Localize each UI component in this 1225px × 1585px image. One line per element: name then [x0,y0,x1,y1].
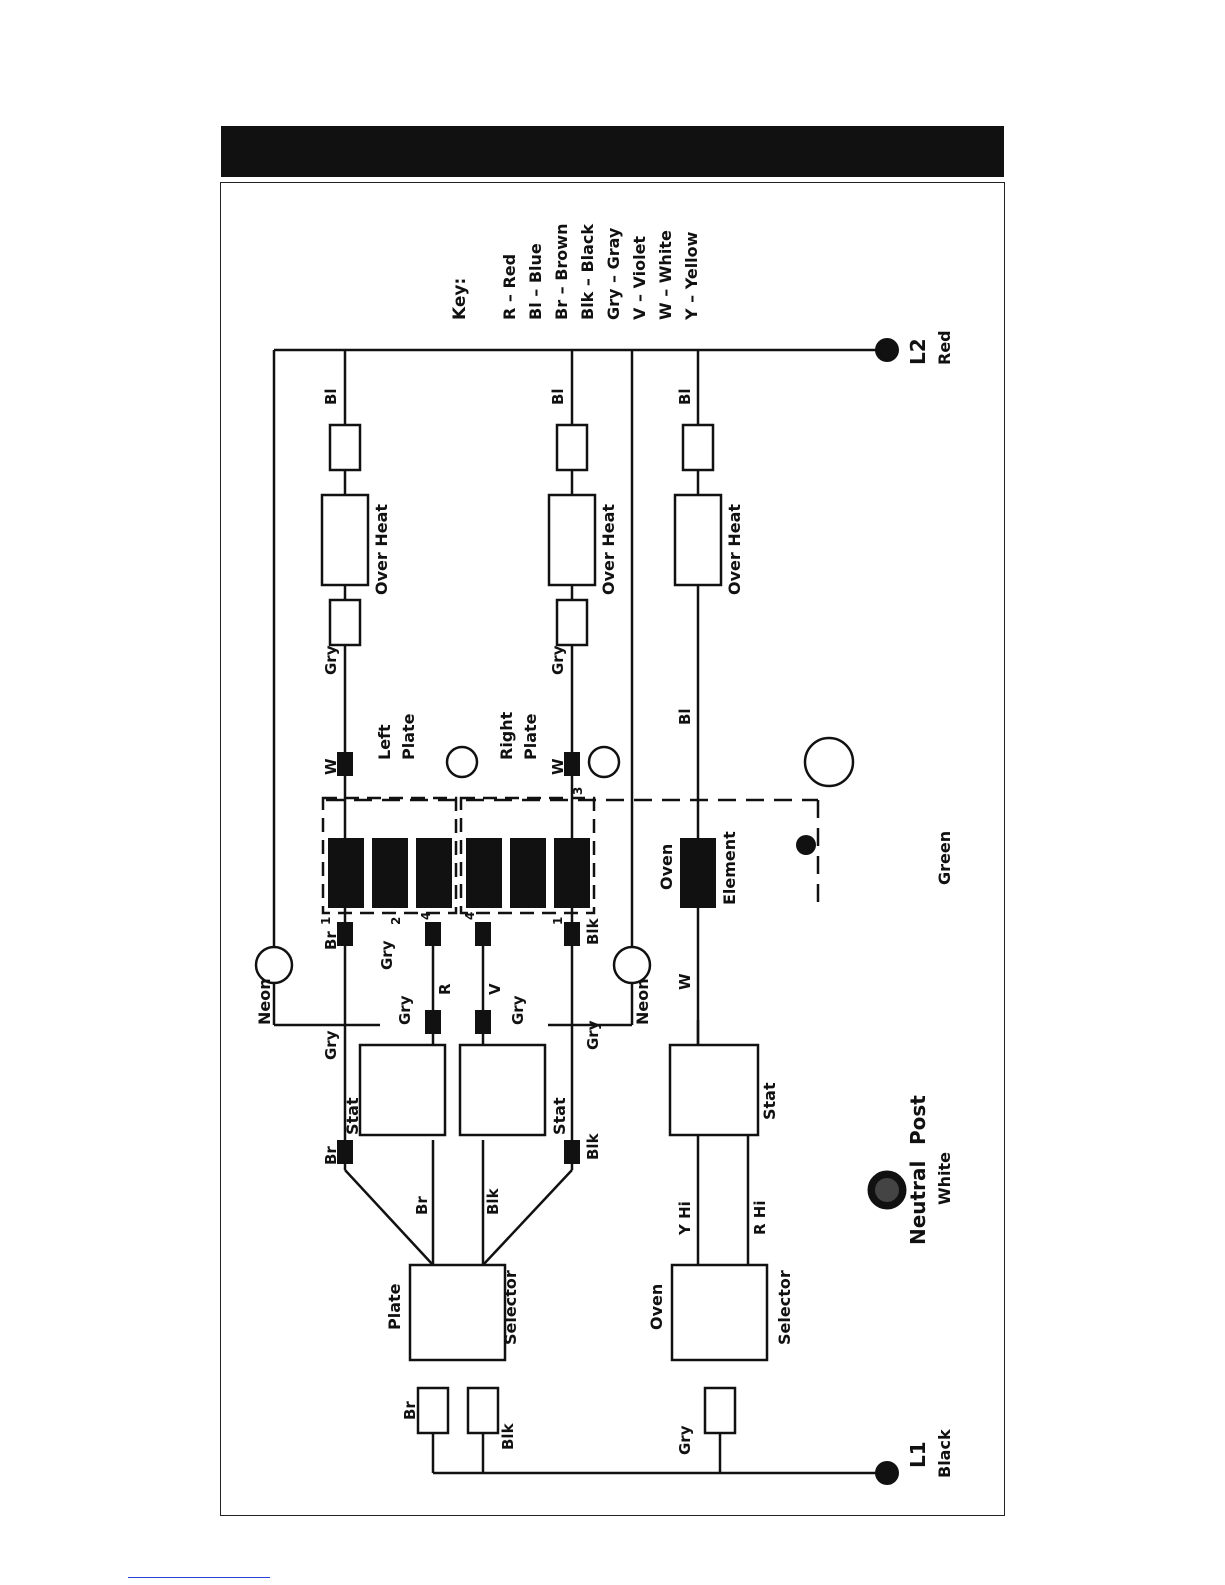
footer-link-underline[interactable] [128,1577,270,1578]
wire-label: Bl [676,388,694,405]
right-plate-label: Plate [521,713,540,760]
key-entry: Bl – Blue [526,243,545,320]
neon-lamp-right [612,945,652,985]
left-plate-element-3 [416,838,452,908]
terminal-number: 2 [389,917,403,925]
l2-terminal [875,338,899,362]
wire-label: Bl [549,388,567,405]
oven-element-label: Oven [657,844,676,890]
terminal-number: 1 [551,917,565,925]
l1-color-label: Black [935,1429,954,1478]
ground-color-label: Green [935,831,954,885]
key-entry: V – Violet [630,236,649,320]
neutral-post-label: Post [906,1095,930,1145]
key-entry: Br – Brown [552,224,571,320]
over-heat-label: Over Heat [599,504,618,595]
key-entry: W – White [656,230,675,320]
over-heat-switch-left [320,493,370,587]
wire-label: Gry [378,940,396,970]
plate-selector-label: Selector [501,1270,520,1345]
left-plate-element-2 [372,838,408,908]
wire-label: Gry [509,995,527,1025]
wire-label: Br [401,1401,419,1420]
wire-label: Br [413,1196,431,1215]
neon-lamp-left [254,945,294,985]
right-plate-element-2 [510,838,546,908]
header-bar [221,126,1004,177]
plate-selector-label: Plate [385,1283,404,1330]
stat-label: Stat [343,1097,362,1135]
oven-selector-label: Oven [647,1284,666,1330]
oven-selector-switch [670,1263,769,1362]
over-heat-label: Over Heat [725,504,744,595]
over-heat-label: Over Heat [372,504,391,595]
neutral-post-inner [875,1178,899,1202]
wire-label: Br [322,1146,340,1165]
wire-label: Br [322,931,340,950]
oven-element-label: Element [720,831,739,905]
wire-label: W [322,758,340,775]
neon-label: Neon [255,978,274,1025]
wire-label: Blk [584,917,602,945]
terminal-number: 1 [319,917,333,925]
wire-label: Blk [484,1187,502,1215]
wire-label: Bl [676,708,694,725]
neutral-color-label: White [935,1152,954,1205]
terminal-number: 4 [463,912,477,920]
wire-label: Gry [396,995,414,1025]
ground-icon-left [445,745,479,779]
l2-color-label: Red [935,330,954,365]
stat-left [358,1043,447,1137]
key-entry: Gry – Gray [604,227,623,320]
wire-label: Blk [584,1132,602,1160]
left-plate-label: Plate [399,713,418,760]
diagram-frame [220,182,1005,1516]
wire-label: Blk [499,1422,517,1450]
key-entry: R – Red [500,254,519,320]
oven-element [680,838,716,908]
l1-label: L1 [906,1441,930,1468]
ground-terminal [796,835,816,855]
wire-label: R [436,983,454,995]
stat-label: Stat [760,1082,779,1120]
wire-label: V [486,983,504,995]
key-legend: Key: [450,278,470,320]
key-entry: Y – Yellow [682,231,701,321]
wire-label: Bl [322,388,340,405]
wire-label: Gry [549,645,567,675]
over-heat-switch-right [547,493,597,587]
wire-label: R Hi [751,1201,769,1235]
wire-label: Gry [322,1030,340,1060]
right-plate-element-3 [554,838,590,908]
neon-label: Neon [633,978,652,1025]
left-plate-label: Left [375,724,394,760]
wire-label: W [549,758,567,775]
key-entry: Blk – Black [578,224,597,320]
wire-label: Gry [322,645,340,675]
key-heading: Key: [450,278,470,320]
wire-label: Gry [676,1425,694,1455]
l2-label: L2 [906,338,930,365]
terminal-number: 3 [571,787,585,795]
right-plate-element-1 [466,838,502,908]
ground-icon-main [803,736,855,788]
ground-icon-right [587,745,621,779]
neutral-label: Neutral [906,1161,930,1245]
l1-terminal [875,1461,899,1485]
wire-label: W [676,973,694,990]
stat-label: Stat [550,1097,569,1135]
stat-oven [668,1043,760,1137]
over-heat-switch-oven [673,493,723,587]
plate-selector-switch [408,1263,507,1362]
wire-label: Y Hi [676,1201,694,1236]
right-plate-label: Right [497,711,516,760]
oven-selector-label: Selector [775,1270,794,1345]
wire-label: Gry [584,1020,602,1050]
terminal-number: 4 [419,912,433,920]
left-plate-element-1 [328,838,364,908]
stat-right [458,1043,547,1137]
